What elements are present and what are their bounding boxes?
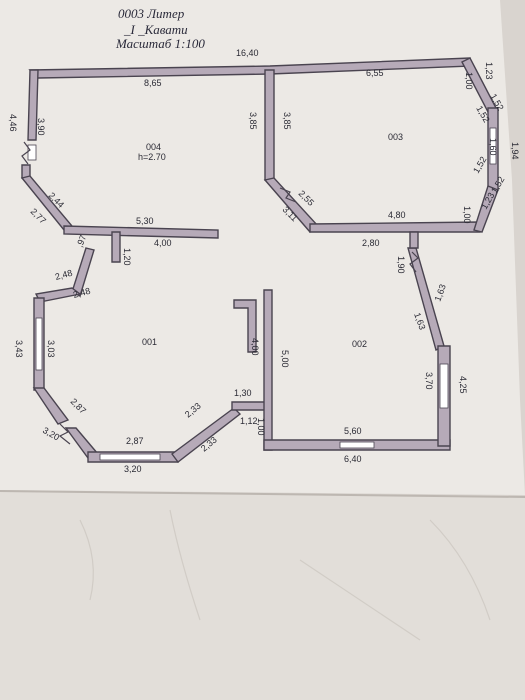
door-001 (58, 423, 71, 445)
svg-text:1,00: 1,00 (462, 206, 472, 224)
svg-text:2,48: 2,48 (54, 268, 74, 282)
svg-text:1,00: 1,00 (464, 72, 474, 90)
svg-text:1,90: 1,90 (396, 256, 406, 274)
paper-upper (0, 0, 525, 495)
svg-text:1,12: 1,12 (240, 416, 258, 426)
svg-text:16,40: 16,40 (236, 48, 259, 58)
wall-001-diagonal (71, 247, 95, 297)
wall-001-left-corner (32, 387, 70, 425)
room-label-003: 003 (388, 132, 403, 142)
door-004 (21, 141, 31, 165)
svg-text:1,00: 1,00 (256, 418, 266, 436)
svg-text:,97: ,97 (74, 234, 88, 249)
room-label-002: 002 (352, 339, 367, 349)
svg-text:4,80: 4,80 (388, 210, 406, 220)
svg-text:1,30: 1,30 (234, 388, 252, 398)
svg-text:3,85: 3,85 (282, 112, 292, 130)
svg-text:5,00: 5,00 (280, 350, 290, 368)
header-floor: _I _Кавати (124, 22, 188, 37)
svg-text:6,55: 6,55 (366, 68, 384, 78)
room-label-001: 001 (142, 337, 157, 347)
wall-004-bottom (63, 225, 219, 239)
paper-lower (0, 492, 525, 700)
wall-002-top-stub (409, 231, 419, 249)
door-marks (21, 141, 419, 445)
svg-text:5,60: 5,60 (344, 426, 362, 436)
door-003 (279, 187, 297, 203)
svg-text:4,00: 4,00 (250, 338, 260, 356)
svg-text:3,70: 3,70 (424, 372, 434, 390)
svg-text:4,00: 4,00 (154, 238, 172, 248)
svg-text:6,40: 6,40 (344, 454, 362, 464)
room-height-004: h=2.70 (138, 152, 166, 162)
wall-003-bottom (309, 221, 481, 233)
wall-003-right-bottom (473, 185, 499, 233)
svg-text:3,90: 3,90 (36, 118, 46, 136)
header-liter: 0003 Литер (118, 6, 185, 21)
svg-text:2,48: 2,48 (72, 286, 92, 300)
door-002 (409, 251, 419, 273)
svg-text:1,94: 1,94 (510, 142, 520, 160)
window-002-bottom (339, 441, 375, 449)
svg-text:3,03: 3,03 (46, 340, 56, 358)
window-003-right (489, 127, 497, 165)
svg-text:4,25: 4,25 (458, 376, 468, 394)
window-002-right (439, 363, 449, 409)
svg-text:1,23: 1,23 (484, 62, 494, 80)
svg-text:5,30: 5,30 (136, 216, 154, 226)
svg-text:1,20: 1,20 (122, 248, 132, 266)
stairs-outline (233, 299, 257, 353)
wall-001-top-stub (111, 231, 121, 263)
svg-text:3,43: 3,43 (14, 340, 24, 358)
room-label-004: 004 (146, 142, 161, 152)
header-scale: Масштаб 1:100 (116, 36, 205, 51)
window-001-bottom (99, 453, 161, 461)
svg-text:3,85: 3,85 (248, 112, 258, 130)
wall-001-bottom-diag (171, 407, 242, 463)
svg-text:8,65: 8,65 (144, 78, 162, 88)
svg-text:4,46: 4,46 (8, 114, 18, 132)
window-001-left (35, 317, 43, 371)
svg-text:3,20: 3,20 (124, 464, 142, 474)
svg-text:2,80: 2,80 (362, 238, 380, 248)
wall-left-004 (27, 69, 39, 141)
svg-text:1,60: 1,60 (488, 138, 498, 156)
window-marks (27, 127, 497, 461)
paper-fold (0, 490, 525, 498)
svg-text:2,87: 2,87 (126, 436, 144, 446)
window-004-left (27, 144, 37, 161)
watermark-stamp (79, 509, 491, 641)
wall-middle-upper (264, 69, 275, 181)
wall-001-right-stub (231, 401, 267, 411)
